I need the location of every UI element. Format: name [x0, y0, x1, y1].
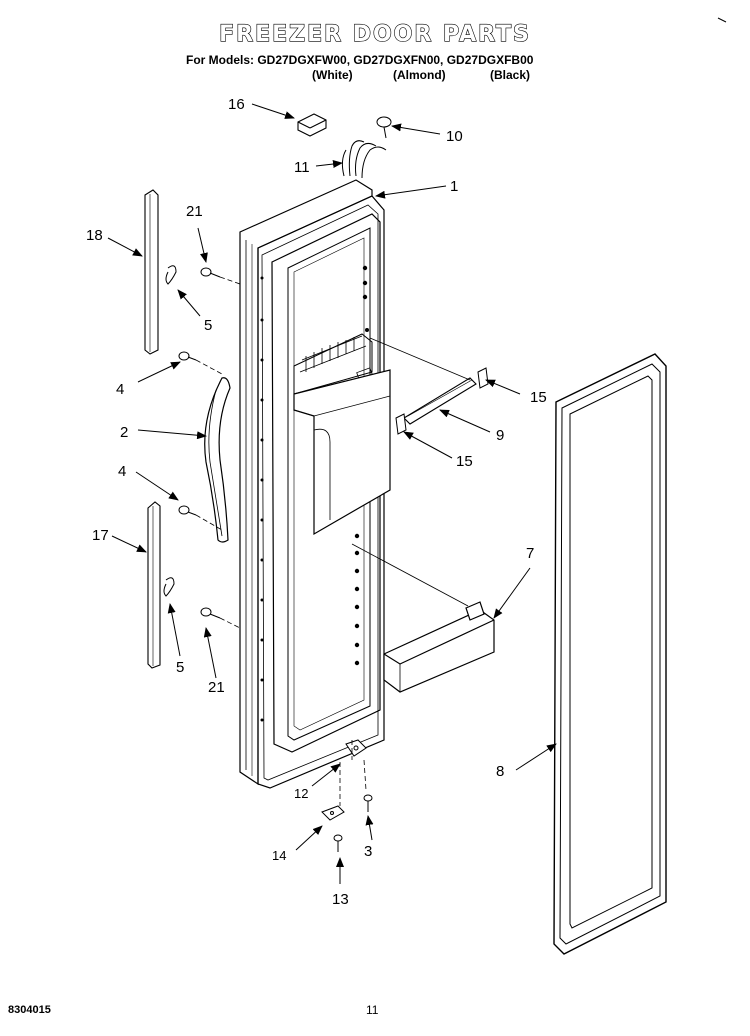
- screw-21-top: [200, 267, 221, 278]
- callout-12: 12: [294, 786, 308, 801]
- callout-2: 2: [120, 424, 128, 441]
- trim-strip-18: [144, 189, 159, 355]
- callout-21-bottom: 21: [208, 679, 225, 696]
- end-cap-15-top: [477, 367, 489, 389]
- callout-10: 10: [446, 128, 463, 145]
- callout-16: 16: [228, 96, 245, 113]
- callout-15-bottom: 15: [456, 453, 473, 470]
- door-handle: [204, 377, 231, 543]
- wire-harness: [341, 140, 387, 179]
- screw-3: [363, 794, 373, 812]
- alignment-lines: [195, 276, 367, 806]
- screw-10: [376, 116, 392, 139]
- document-number: 8304015: [8, 1004, 51, 1016]
- connector-16: [297, 113, 327, 137]
- callout-1: 1: [450, 178, 458, 195]
- leader-lines: [351, 337, 471, 607]
- screw-21-bottom: [200, 607, 221, 619]
- callout-14: 14: [272, 848, 286, 863]
- hinge-bracket: [345, 739, 367, 757]
- diagram-title: FREEZER DOOR PARTS: [218, 21, 531, 47]
- callout-17: 17: [92, 527, 109, 544]
- callout-arrows: [107, 103, 557, 884]
- callout-13: 13: [332, 891, 349, 908]
- page-number: 11: [366, 1003, 379, 1017]
- callout-4-top: 4: [116, 381, 124, 398]
- variant-almond: (Almond): [393, 68, 446, 82]
- door-bin-7: [383, 601, 495, 693]
- screw-4-top: [178, 351, 197, 361]
- callout-8: 8: [496, 763, 504, 780]
- hinge-pin-14: [321, 805, 345, 821]
- callout-5-bottom: 5: [176, 659, 184, 676]
- callout-labels: 16 10 11 1 21 18 5 4 15 2 9 15 4 17 7 5 …: [86, 96, 547, 908]
- variant-black: (Black): [490, 68, 531, 82]
- variant-white: (White): [312, 68, 353, 82]
- end-cap-15-bottom: [395, 413, 407, 435]
- shelf-retainer-9: [403, 377, 477, 425]
- door-gasket: [553, 353, 667, 955]
- clip-5-bottom: [163, 577, 175, 597]
- models-line: For Models: GD27DGXFW00, GD27DGXFN00, GD…: [186, 53, 534, 67]
- corner-mark: [717, 17, 727, 23]
- screw-13: [333, 834, 343, 852]
- callout-21-top: 21: [186, 203, 203, 220]
- clip-5-top: [165, 265, 177, 285]
- callout-3: 3: [364, 843, 372, 860]
- callout-15-top: 15: [530, 389, 547, 406]
- callout-18: 18: [86, 227, 103, 244]
- callout-7: 7: [526, 545, 534, 562]
- callout-9: 9: [496, 427, 504, 444]
- door-panel: [239, 179, 391, 789]
- screw-4-bottom: [178, 505, 197, 516]
- callout-4-bottom: 4: [118, 463, 126, 480]
- callout-11: 11: [294, 159, 310, 176]
- trim-strip-17: [147, 501, 161, 669]
- callout-5-top: 5: [204, 317, 212, 334]
